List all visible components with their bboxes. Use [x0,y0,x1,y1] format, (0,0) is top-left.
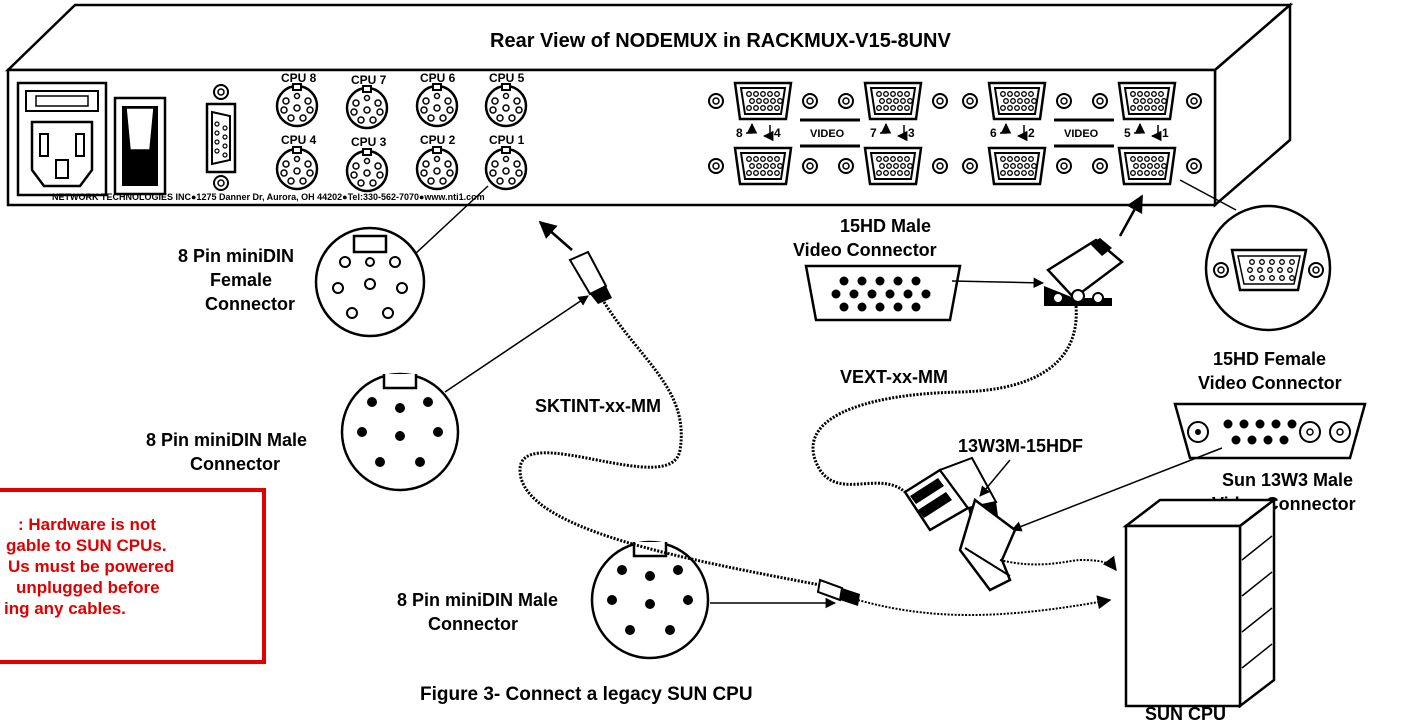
cpu-port-label: CPU 3 [351,135,387,149]
port-number: 8 [736,126,743,140]
cpu-port-label: CPU 6 [420,71,456,85]
minidin-male-callout-1 [340,372,460,492]
leader-line [979,459,1011,497]
port-number: 6 [990,126,997,140]
video-port-block-right: VIDEO 6 2 5 1 [962,81,1202,186]
hd15-female-callout [1179,179,1332,332]
video-label: VIDEO [1064,128,1099,140]
warning-line: gable to SUN CPUs. [6,536,167,555]
leader-line [951,277,1045,289]
sun-cpu-tower [1122,497,1278,709]
hd15-female-label: 15HD Female [1213,349,1326,369]
leader-line [1011,447,1223,532]
minidin-male-callout-2 [590,540,710,660]
figure-caption: Figure 3- Connect a legacy SUN CPU [420,684,753,705]
port-number: 4 [774,126,781,140]
minidin-female-callout [314,226,426,338]
serial-port [205,84,237,191]
cpu-port-label: CPU 1 [489,133,525,147]
port-number: 7 [870,126,877,140]
cpu-port-row: CPU 8 CPU 7 CPU 6 CPU 5 CPU 4 CPU 3 CPU … [275,71,528,193]
power-switch [113,96,167,196]
video-label: VIDEO [810,128,845,140]
sktint-cable [518,220,1112,616]
adapter-label: 13W3M-15HDF [958,436,1083,456]
port-number: 3 [908,126,915,140]
hd15-female-label: Video Connector [1198,373,1342,393]
warning-line: Us must be powered [8,557,175,576]
warning-text: : Hardware is not gable to SUN CPUs. Us … [0,514,266,619]
company-info: NETWORK TECHNOLOGIES INC●1275 Danner Dr,… [52,192,485,202]
cpu-port-label: CPU 5 [489,71,525,85]
warning-line: ing any cables. [4,599,126,618]
power-inlet [16,81,108,197]
video-port-block-left: VIDEO 8 4 7 3 [708,81,948,186]
minidin-female-label: 8 Pin miniDIN [178,246,294,266]
warning-box [0,488,266,664]
hd15-male-label: Video Connector [793,240,937,260]
hd15-male-label: 15HD Male [840,216,931,236]
minidin-male-label-1: Connector [190,454,280,474]
vext-label: VEXT-xx-MM [840,367,948,387]
port-number: 5 [1124,126,1131,140]
minidin-female-label: Female [210,270,272,290]
cpu-port-label: CPU 2 [420,133,456,147]
sktint-label: SKTINT-xx-MM [535,396,661,416]
diagram-title: Rear View of NODEMUX in RACKMUX-V15-8UNV [490,30,951,52]
hd15-male-callout [804,264,962,322]
sun-cpu-label: SUN CPU [1145,704,1226,724]
port-number: 2 [1028,126,1035,140]
minidin-male-label-1: 8 Pin miniDIN Male [146,430,307,450]
warning-line: unplugged before [16,578,160,597]
warning-line: : Hardware is not [18,515,156,534]
minidin-male-label-2: Connector [428,614,518,634]
leader-line [444,295,589,393]
port-number: 1 [1162,126,1169,140]
sun-13w3-label: Sun 13W3 Male [1222,470,1353,490]
sun-13w3-callout [1173,402,1367,460]
cpu-port-label: CPU 4 [281,133,317,147]
cpu-port-label: CPU 7 [351,73,387,87]
minidin-female-label: Connector [205,294,295,314]
vext-cable [811,194,1144,494]
cpu-port-label: CPU 8 [281,71,317,85]
minidin-male-label-2: 8 Pin miniDIN Male [397,590,558,610]
adapter-13w3m-15hdf [903,456,1117,592]
